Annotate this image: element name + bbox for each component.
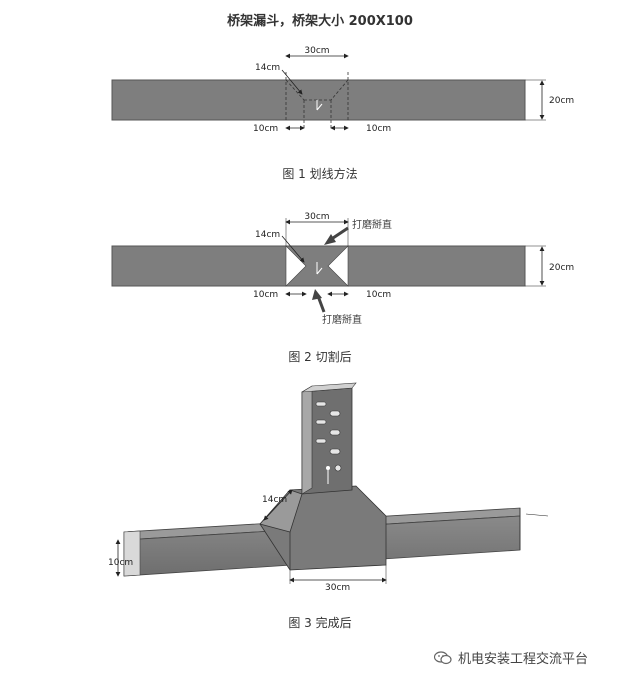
figure-2-caption: 图 2 切割后 [288, 350, 352, 364]
dim-top-label: 30cm [304, 212, 329, 222]
tray-left-end [123, 530, 141, 577]
figure-2: 30cm 14cm 10cm 10cm 20cm 打磨掰直 打磨掰直 [111, 212, 574, 326]
dim-left-label: 10cm [253, 290, 278, 300]
dim-diag-label: 14cm [255, 63, 280, 73]
figure-3: 14cm 10cm 30cm [108, 382, 549, 593]
dim-width-label: 30cm [325, 583, 350, 593]
dim-left-label: 10cm [253, 124, 278, 134]
dim-top-label: 30cm [304, 46, 329, 56]
watermark-text: 机电安装工程交流平台 [458, 652, 589, 667]
dim-height-label: 20cm [549, 263, 574, 273]
callout-bottom-label: 打磨掰直 [322, 313, 362, 326]
tray-bar [111, 79, 526, 121]
page-title: 桥架漏斗，桥架大小 200X100 [227, 14, 413, 29]
dim-height-label: 10cm [108, 558, 133, 568]
dim-diag-label: 14cm [262, 495, 287, 505]
riser-top [301, 382, 357, 393]
dim-right-label: 10cm [366, 124, 391, 134]
callout-top-label: 打磨掰直 [352, 218, 392, 231]
tray-bar [111, 245, 526, 287]
dim-right-label: 10cm [366, 290, 391, 300]
riser-slots [315, 401, 342, 472]
cut-right [327, 245, 349, 287]
wechat-icon [433, 650, 452, 665]
figure-1: 30cm 14cm 10cm 10cm 20cm [111, 46, 574, 134]
cut-left [285, 245, 307, 287]
figure-1-caption: 图 1 划线方法 [282, 167, 358, 181]
callout-arrow-bottom [316, 295, 326, 313]
dim-height-label: 20cm [549, 96, 574, 106]
marking-lines [285, 72, 349, 128]
figure-3-caption: 图 3 完成后 [288, 616, 352, 630]
riser-side [301, 385, 313, 495]
dim-diag-label: 14cm [255, 230, 280, 240]
watermark: 机电安装工程交流平台 [433, 648, 589, 667]
